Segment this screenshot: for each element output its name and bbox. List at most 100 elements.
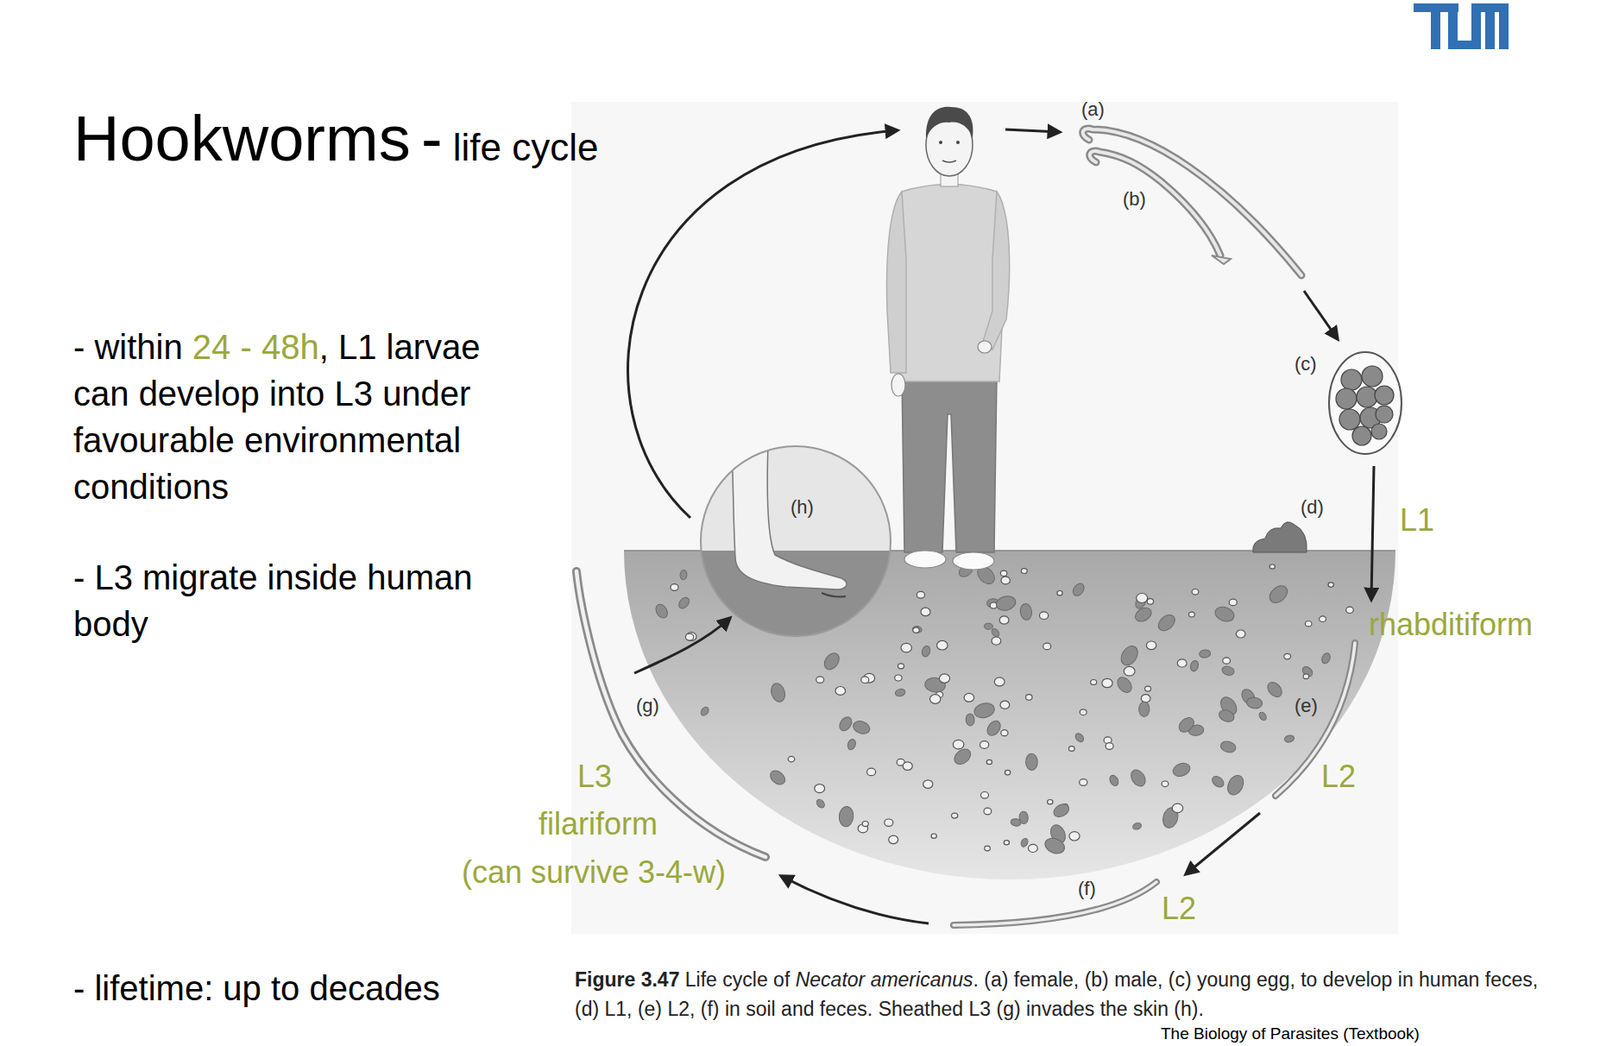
soil-pebbles xyxy=(951,812,958,819)
soil-pebbles xyxy=(1028,844,1039,852)
stage-label: L2 xyxy=(1161,893,1197,925)
human-figure xyxy=(887,191,907,373)
foot-drawing xyxy=(731,444,847,590)
soil-pebbles xyxy=(994,677,1005,687)
soil-pebbles xyxy=(1108,774,1121,788)
soil-pebbles xyxy=(1228,598,1237,606)
bullet-text: - lifetime: up to decades xyxy=(73,964,441,1012)
soil-pebbles xyxy=(1139,701,1151,718)
cycle-arrows xyxy=(781,875,929,924)
soil-pebbles xyxy=(1010,818,1022,827)
soil-pebbles xyxy=(1171,803,1183,813)
soil-pebbles xyxy=(1057,591,1063,596)
soil-pebbles xyxy=(837,806,854,828)
soil-pebbles xyxy=(653,602,670,621)
egg xyxy=(1341,369,1362,391)
soil-pebbles xyxy=(814,798,826,810)
soil-pebbles xyxy=(920,644,932,658)
soil-pebbles xyxy=(1177,659,1187,668)
soil-pebbles xyxy=(1020,837,1030,848)
egg xyxy=(1329,352,1402,454)
soil-pebbles xyxy=(995,593,1018,612)
soil-pebbles xyxy=(670,584,679,592)
soil-larva xyxy=(953,881,1157,926)
soil-pebbles xyxy=(835,686,846,696)
soil-pebbles xyxy=(1213,604,1237,624)
soil-pebbles xyxy=(991,636,1002,645)
egg xyxy=(1329,352,1402,454)
soil-pebbles xyxy=(1043,642,1052,650)
soil-pebbles xyxy=(1114,674,1135,696)
soil-larva xyxy=(953,881,1157,926)
soil-pebbles xyxy=(984,845,991,851)
soil-pebbles xyxy=(814,784,826,794)
human-figure xyxy=(977,340,992,353)
human-figure xyxy=(956,140,960,145)
soil-pebbles xyxy=(867,768,876,776)
soil-pebbles xyxy=(972,700,996,720)
egg xyxy=(1335,365,1394,446)
callout-letter: (d) xyxy=(1300,497,1324,517)
soil-section xyxy=(623,550,1396,880)
soil-pebbles xyxy=(938,674,950,683)
soil-pebbles xyxy=(1189,611,1196,618)
soil-pebbles xyxy=(980,741,989,750)
soil-pebbles xyxy=(923,780,933,789)
university-logo xyxy=(1499,3,1509,50)
inset-scene xyxy=(699,444,893,638)
soil-pebbles xyxy=(1235,629,1246,638)
soil-pebbles xyxy=(1284,653,1292,660)
university-logo xyxy=(1485,3,1495,50)
soil-pebbles xyxy=(930,694,941,705)
soil-pebbles xyxy=(1266,582,1291,607)
inset-outline xyxy=(700,446,891,637)
soil-pebbles xyxy=(1346,606,1355,613)
callout-letter: (b) xyxy=(1122,189,1147,209)
egg xyxy=(1361,365,1383,387)
soil-pebbles xyxy=(1146,598,1153,605)
soil-pebbles xyxy=(1300,664,1315,679)
soil-pebbles xyxy=(1171,761,1192,780)
soil-pebbles xyxy=(1105,743,1114,750)
male-worm xyxy=(1089,151,1221,256)
soil-pebbles xyxy=(1127,767,1148,789)
male-worm xyxy=(1089,151,1231,265)
soil-pebbles xyxy=(1079,779,1088,787)
soil-pebbles xyxy=(1136,593,1148,604)
soil-pebbles xyxy=(989,627,1001,638)
soil-pebbles xyxy=(1090,680,1097,686)
egg xyxy=(1352,426,1372,446)
soil-pebbles xyxy=(1000,700,1010,709)
soil-pebbles xyxy=(1222,657,1231,664)
soil-pebbles xyxy=(1176,714,1197,735)
soil-pebbles xyxy=(1001,730,1008,737)
soil-pebbles xyxy=(1224,772,1248,798)
soil-pebbles xyxy=(951,745,975,768)
soil-pebbles xyxy=(787,755,795,762)
soil-pebbles xyxy=(699,705,711,718)
soil-pebbles xyxy=(1328,582,1334,587)
source-note: The Biology of Parasites (Textbook) xyxy=(1160,1025,1420,1042)
stage-label: filariform xyxy=(538,808,658,840)
soil-pebbles xyxy=(920,607,931,616)
soil-pebbles xyxy=(676,595,692,611)
soil-pebbles xyxy=(768,681,788,704)
soil-pebbles xyxy=(965,713,975,726)
soil-pebbles xyxy=(963,692,975,702)
stage-label: rhabditiform xyxy=(1368,609,1533,641)
human-figure xyxy=(942,160,957,163)
soil-pebbles xyxy=(1257,711,1268,722)
cycle-arrows xyxy=(628,129,1374,924)
bullet-text: - L3 migrate inside human body xyxy=(73,554,505,648)
soil-pebbles xyxy=(1319,616,1327,623)
soil-pebbles xyxy=(894,674,902,681)
soil-pebbles xyxy=(984,718,1003,738)
soil-pebbles xyxy=(1001,576,1010,585)
soil-pebbles xyxy=(1039,611,1049,620)
soil-pebbles xyxy=(999,616,1009,624)
soil-pebbles xyxy=(1069,746,1076,752)
soil-pebbles xyxy=(888,835,899,844)
soil-pebbles xyxy=(1000,570,1008,576)
soil-larva xyxy=(953,881,1157,926)
soil-pebbles xyxy=(1304,621,1312,627)
